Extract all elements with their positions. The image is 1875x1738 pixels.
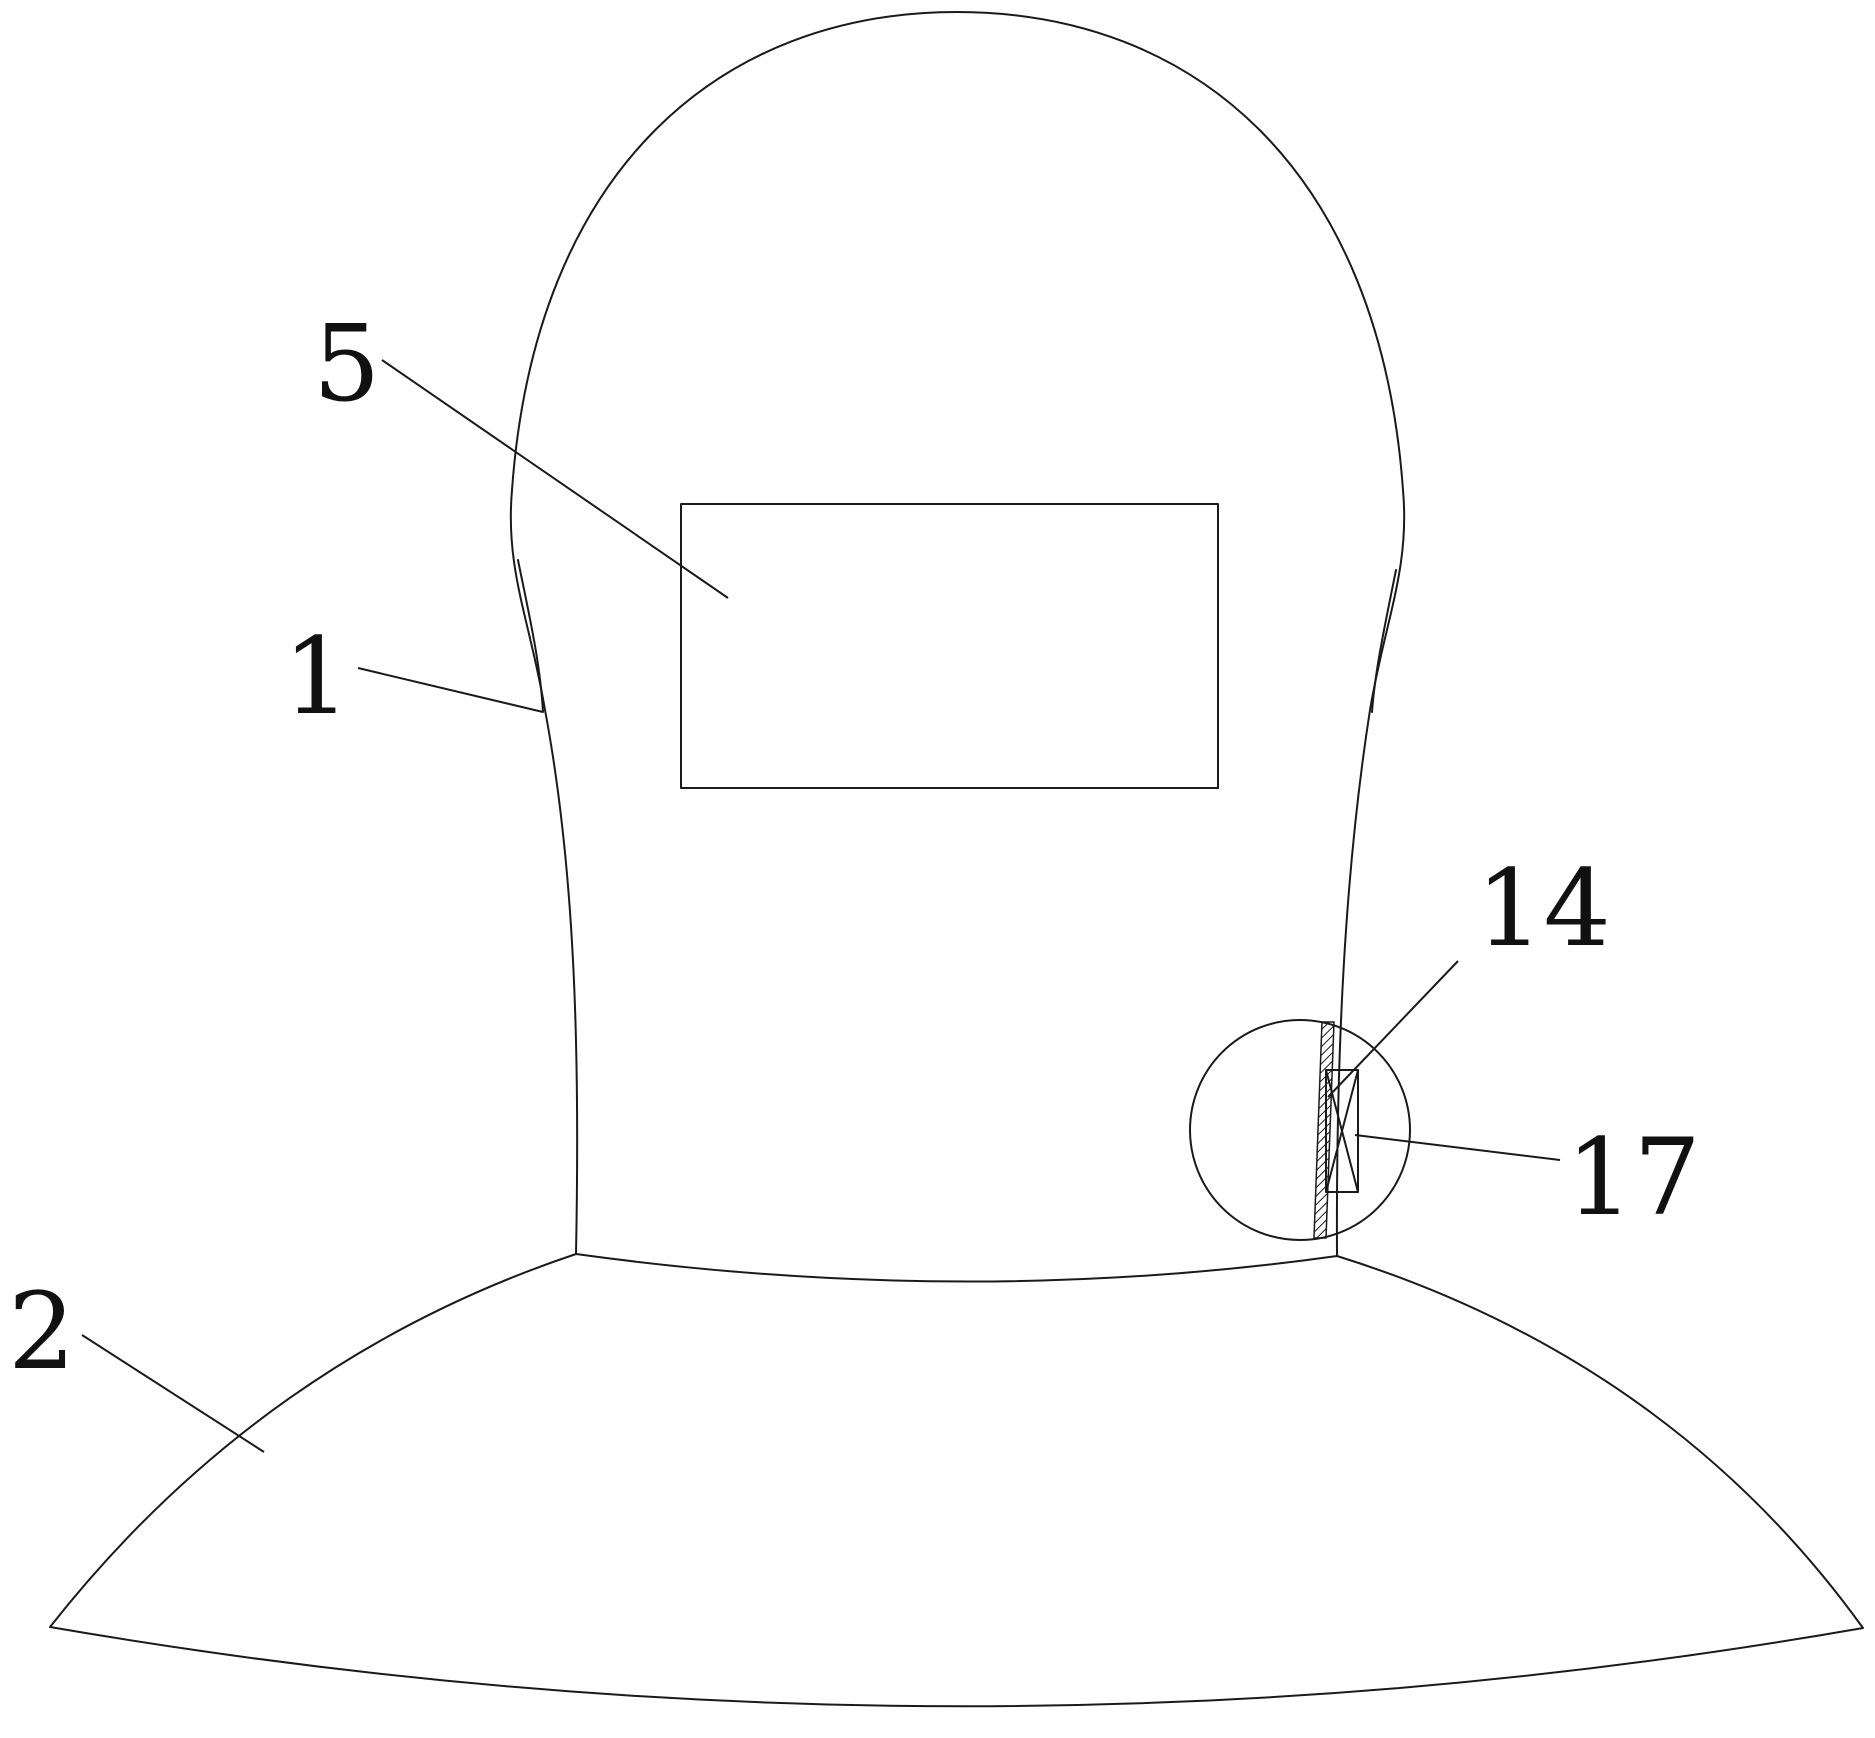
leader-line-5	[381, 359, 729, 599]
side-module	[1325, 1069, 1359, 1193]
hood-edge-left	[517, 559, 544, 713]
shoulder-cape-outline	[49, 1253, 1864, 1708]
callout-label-1: 1	[283, 615, 350, 738]
hood-edge-right	[1371, 569, 1397, 713]
side-strip-hatched	[1313, 1021, 1335, 1239]
callout-label-2: 2	[8, 1270, 75, 1393]
leader-line-17	[1354, 1134, 1561, 1161]
detail-circle	[1189, 1019, 1411, 1241]
leader-line-14	[1327, 960, 1459, 1098]
callout-label-14: 14	[1476, 847, 1611, 970]
view-window	[680, 503, 1219, 789]
callout-label-5: 5	[313, 302, 380, 425]
leader-line-1	[357, 667, 544, 713]
callout-label-17: 17	[1566, 1116, 1701, 1239]
leader-line-2	[81, 1334, 265, 1453]
hood-outline	[509, 11, 1406, 1257]
